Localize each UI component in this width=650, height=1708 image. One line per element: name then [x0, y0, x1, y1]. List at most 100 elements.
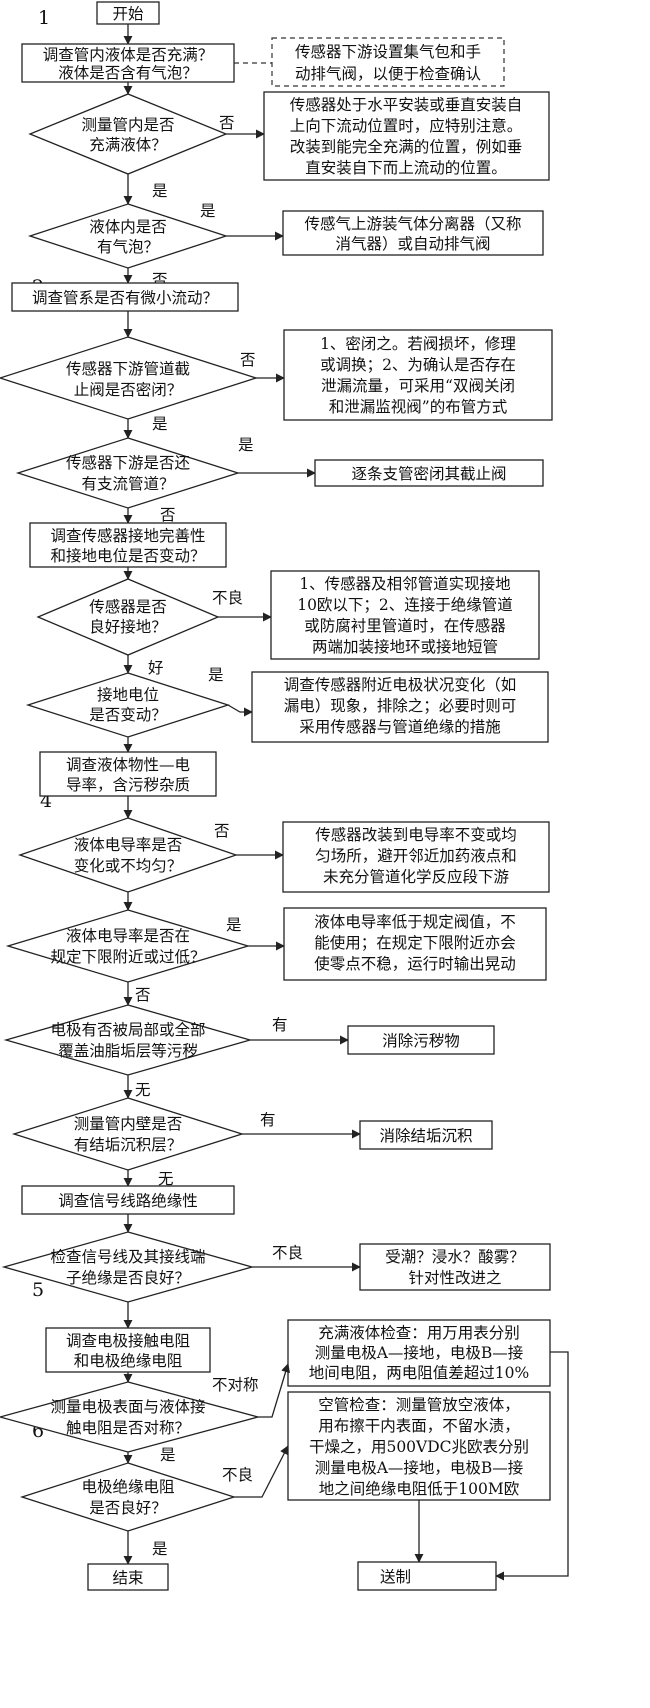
result-remove-scale: [359, 1120, 493, 1150]
svg-text:用布擦干内表面，不留水渍，: 用布擦干内表面，不留水渍，: [318, 1417, 520, 1435]
svg-text:规定下限附近或过低？: 规定下限附近或过低？: [50, 948, 205, 966]
result-relocate-sensor: [282, 821, 550, 893]
svg-text:子绝缘是否良好？: 子绝缘是否良好？: [66, 1269, 190, 1287]
svg-text:传感器下游是否还: 传感器下游是否还: [66, 454, 191, 472]
svg-text:液体电导率是否: 液体电导率是否: [74, 836, 183, 854]
svg-text:测量电极表面与液体接: 测量电极表面与液体接: [50, 1398, 205, 1416]
branch-label: 是: [238, 436, 254, 454]
svg-text:充满液体？: 充满液体？: [89, 136, 167, 154]
svg-text:地间电阻，两电阻值差超过10%: 地间电阻，两电阻值差超过10%: [309, 1364, 529, 1382]
process-liquid-properties: [39, 751, 217, 797]
svg-text:直安装自下而上流动的位置。: 直安装自下而上流动的位置。: [305, 159, 507, 177]
svg-text:调查传感器附近电极状况变化（如: 调查传感器附近电极状况变化（如: [284, 676, 517, 694]
svg-text:止阀是否密闭？: 止阀是否密闭？: [74, 381, 183, 399]
note-full-liquid-check: [287, 1319, 551, 1387]
svg-text:有结垢沉积层？: 有结垢沉积层？: [74, 1136, 183, 1154]
branch-label: 不良: [272, 1244, 303, 1262]
svg-text:电极绝缘电阻: 电极绝缘电阻: [81, 1478, 174, 1496]
svg-text:有气泡？: 有气泡？: [97, 238, 159, 256]
svg-text:空管检查：测量管放空液体，: 空管检查：测量管放空液体，: [318, 1396, 520, 1414]
decision-electrode-dirty: [3, 1004, 253, 1076]
svg-text:消除结垢沉积: 消除结垢沉积: [379, 1127, 472, 1145]
svg-text:电极有否被局部或全部: 电极有否被局部或全部: [50, 1021, 205, 1039]
svg-text:能使用；在规定下限附近亦会: 能使用；在规定下限附近亦会: [314, 934, 516, 952]
svg-text:调查信号线路绝缘性: 调查信号线路绝缘性: [58, 1192, 198, 1210]
result-low-conductivity: [283, 907, 547, 981]
branch-label: 好: [148, 659, 164, 677]
svg-text:逐条支管密闭其截止阀: 逐条支管密闭其截止阀: [351, 465, 506, 483]
branch-label: 不良: [222, 1466, 253, 1484]
svg-text:充满液体检查：用万用表分别: 充满液体检查：用万用表分别: [318, 1324, 520, 1342]
svg-text:和泄漏监视阀”的布管方式: 和泄漏监视阀”的布管方式: [329, 398, 507, 416]
svg-text:测量管内是否: 测量管内是否: [81, 116, 174, 134]
svg-text:检查信号线及其接线端: 检查信号线及其接线端: [50, 1248, 205, 1266]
decision-bubble: [27, 203, 229, 269]
svg-text:调查管系是否有微小流动？: 调查管系是否有微小流动？: [32, 289, 218, 307]
svg-text:和接地电位是否变动？: 和接地电位是否变动？: [50, 547, 205, 565]
svg-text:接地电位: 接地电位: [97, 686, 159, 704]
branch-label: 有: [260, 1111, 276, 1129]
branch-label: 是: [208, 666, 224, 684]
result-send-repair: [357, 1561, 497, 1591]
branch-label: 是: [152, 1540, 168, 1558]
note-gas-pack: [271, 37, 505, 87]
decision-branch-pipe: [15, 437, 241, 509]
svg-text:干燥之，用500VDC兆欧表分别: 干燥之，用500VDC兆欧表分别: [309, 1438, 529, 1456]
branch-label: 否: [219, 114, 235, 132]
svg-text:调查液体物性—电: 调查液体物性—电: [66, 756, 190, 774]
svg-text:采用传感器与管道绝缘的措施: 采用传感器与管道绝缘的措施: [299, 718, 501, 736]
branch-label: 否: [135, 986, 151, 1004]
branch-label: 是: [226, 916, 242, 934]
svg-text:1、密闭之。若阀损坏，修理: 1、密闭之。若阀损坏，修理: [320, 335, 516, 353]
end-node: [87, 1563, 169, 1591]
result-close-branch: [314, 459, 544, 487]
result-valve-repair: [283, 329, 553, 421]
branch-label: 有: [272, 1016, 288, 1034]
start-label: 开始: [112, 5, 144, 23]
decision-pipe-full: [28, 93, 228, 175]
svg-text:液体电导率低于规定阀值，不: 液体电导率低于规定阀值，不: [314, 913, 516, 931]
svg-text:泄漏流量，可采用“双阀关闭: 泄漏流量，可采用“双阀关闭: [321, 377, 515, 395]
svg-text:上向下流动位置时，应特别注意。: 上向下流动位置时，应特别注意。: [290, 116, 523, 135]
svg-text:匀场所，避开邻近加药液点和: 匀场所，避开邻近加药液点和: [315, 847, 517, 865]
svg-text:测量管内壁是否: 测量管内壁是否: [74, 1115, 183, 1133]
result-grounding-fix: [270, 570, 540, 660]
svg-text:传感器下游设置集气包和手: 传感器下游设置集气包和手: [295, 43, 481, 61]
svg-text:有支流管道？: 有支流管道？: [81, 475, 174, 493]
svg-text:两端加装接地环或接地短管: 两端加装接地环或接地短管: [312, 638, 498, 656]
svg-text:传感器是否: 传感器是否: [89, 598, 167, 616]
svg-text:覆盖油脂垢层等污秽: 覆盖油脂垢层等污秽: [58, 1042, 198, 1060]
svg-text:调查电极接触电阻: 调查电极接触电阻: [66, 1332, 190, 1350]
svg-text:未充分管道化学反应段下游: 未充分管道化学反应段下游: [323, 867, 509, 886]
result-moisture: [359, 1243, 551, 1291]
svg-text:测量电极A—接地，电极B—接: 测量电极A—接地，电极B—接: [315, 1459, 524, 1477]
svg-text:改装到能完全充满的位置，例如垂: 改装到能完全充满的位置，例如垂: [290, 138, 523, 156]
decision-conductivity-change: [17, 817, 239, 893]
svg-text:调查传感器接地完善性: 调查传感器接地完善性: [50, 527, 205, 545]
decision-scale-layer: [11, 1097, 245, 1171]
svg-text:液体电导率是否在: 液体电导率是否在: [66, 927, 190, 945]
decision-good-ground: [36, 578, 220, 656]
svg-text:漏电）现象，排除之；必要时则可: 漏电）现象，排除之；必要时则可: [284, 697, 517, 715]
svg-text:动排气阀，以便于检查确认: 动排气阀，以便于检查确认: [295, 65, 481, 83]
svg-text:导率，含污秽杂质: 导率，含污秽杂质: [66, 776, 190, 794]
result-remove-dirt: [347, 1025, 495, 1055]
svg-text:10欧以下；2、连接于绝缘管道: 10欧以下；2、连接于绝缘管道: [297, 596, 513, 614]
result-install-position: [263, 91, 550, 181]
branch-label: 是: [160, 1446, 176, 1464]
branch-label: 否: [240, 351, 256, 369]
svg-text:地之间绝缘电阻低于100M欧: 地之间绝缘电阻低于100M欧: [319, 1480, 519, 1498]
decision-valve-sealed: [0, 336, 259, 420]
svg-text:是否良好？: 是否良好？: [89, 1499, 167, 1517]
svg-text:送制: 送制: [380, 1568, 411, 1586]
branch-label: 否: [214, 822, 230, 840]
svg-text:传感气上游装气体分离器（又称: 传感气上游装气体分离器（又称: [304, 215, 521, 233]
branch-label: 无: [135, 1081, 151, 1099]
svg-text:或防腐衬里管道时，在传感器: 或防腐衬里管道时，在传感器: [304, 617, 506, 635]
svg-text:传感器改装到电导率不变或均: 传感器改装到电导率不变或均: [315, 826, 517, 844]
section-number: 1: [38, 7, 50, 29]
svg-text:调查管内液体是否充满？: 调查管内液体是否充满？: [43, 46, 214, 64]
branch-label: 是: [152, 182, 168, 200]
svg-text:是否变动？: 是否变动？: [89, 706, 167, 724]
